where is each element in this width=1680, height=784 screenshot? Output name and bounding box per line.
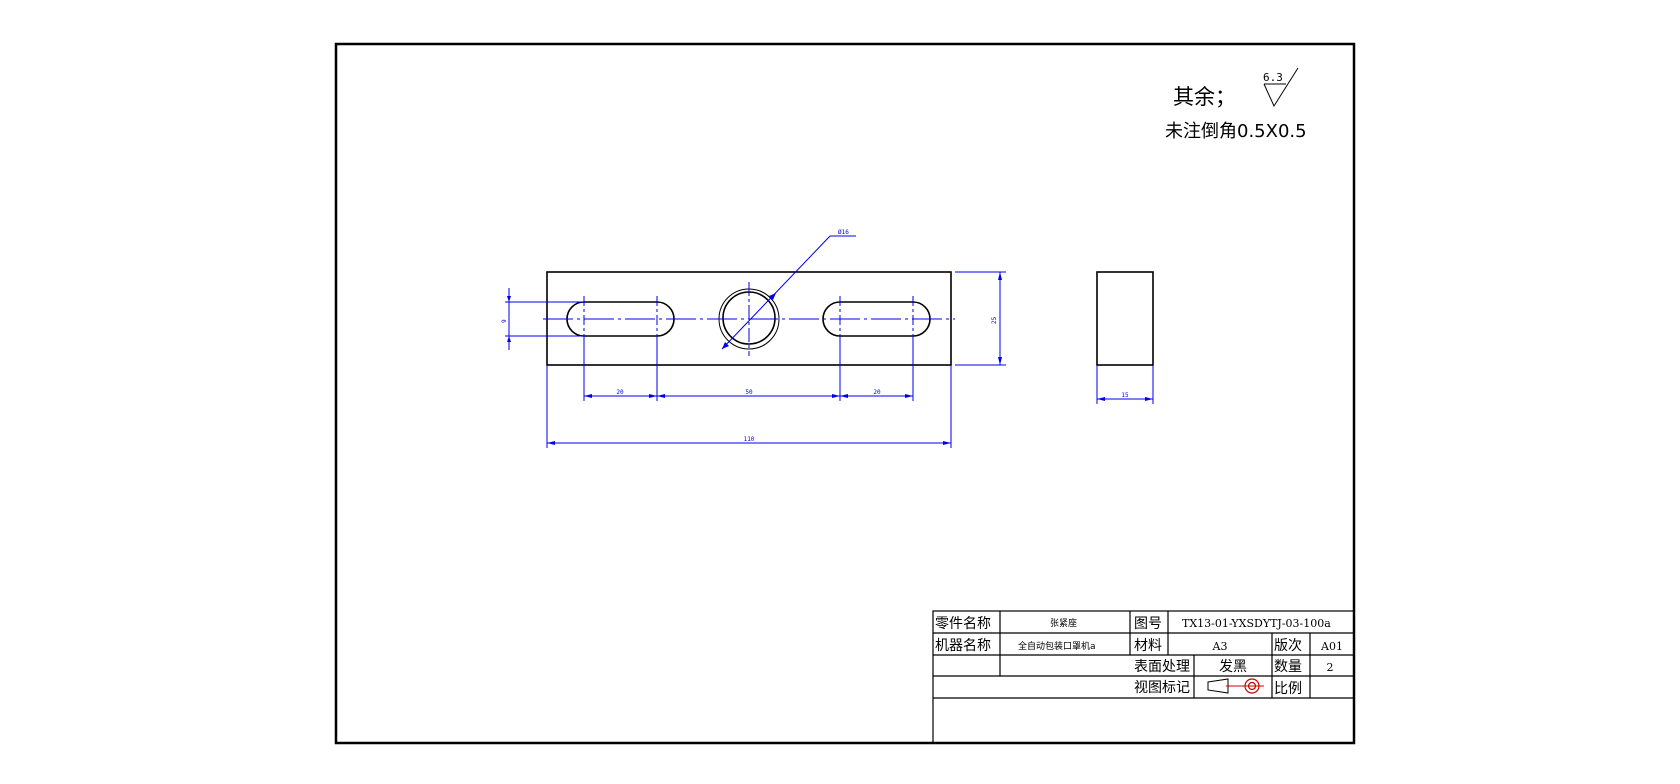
part-name-value: 张紧座 (1050, 617, 1077, 629)
dim-hole-diameter: Ø16 (721, 229, 856, 350)
svg-text:Ø16: Ø16 (838, 229, 849, 236)
revision-value: A01 (1320, 640, 1343, 653)
dim-height: 25 (955, 271, 1006, 366)
center-lines (543, 282, 955, 356)
part-name-label: 零件名称 (935, 616, 991, 632)
title-block: 零件名称 张紧座 图号 TX13-01-YXSDYTJ-03-100a 机器名称… (932, 610, 1355, 744)
dim-thickness: 15 (1096, 365, 1154, 404)
svg-text:20: 20 (616, 389, 624, 396)
side-view (1096, 271, 1154, 366)
drawing-no-label: 图号 (1134, 616, 1162, 632)
rest-roughness-label: 其余； (1173, 85, 1236, 109)
surface-value: 发黑 (1219, 659, 1247, 675)
scale-label: 比例 (1274, 681, 1302, 697)
view-label: 视图标记 (1134, 680, 1190, 696)
quantity-label: 数量 (1274, 659, 1302, 675)
svg-text:15: 15 (1121, 392, 1129, 399)
svg-text:9: 9 (501, 319, 508, 323)
svg-text:20: 20 (873, 389, 881, 396)
machine-name-label: 机器名称 (935, 638, 991, 654)
drawing-frame (334, 42, 1356, 745)
revision-label: 版次 (1274, 638, 1302, 654)
side-view-outline (1096, 271, 1154, 366)
dim-slot-positions: 20 50 20 (583, 342, 914, 401)
dim-slot-width: 9 (501, 288, 584, 350)
dim-overall-length: 110 (546, 365, 952, 448)
machine-name-value: 全自动包装口罩机a (1018, 640, 1096, 652)
svg-text:6.3: 6.3 (1263, 71, 1283, 84)
chamfer-note: 未注倒角0.5X0.5 (1165, 121, 1307, 142)
material-value: A3 (1212, 640, 1228, 653)
roughness-symbol: 6.3 (1263, 67, 1299, 108)
quantity-value: 2 (1327, 661, 1334, 674)
projection-symbol-icon (1207, 678, 1264, 694)
material-label: 材料 (1134, 638, 1162, 654)
svg-text:25: 25 (991, 316, 998, 324)
svg-text:50: 50 (745, 389, 753, 396)
drawing-no-value: TX13-01-YXSDYTJ-03-100a (1182, 617, 1331, 630)
surface-label: 表面处理 (1134, 659, 1190, 675)
svg-text:110: 110 (744, 436, 755, 443)
